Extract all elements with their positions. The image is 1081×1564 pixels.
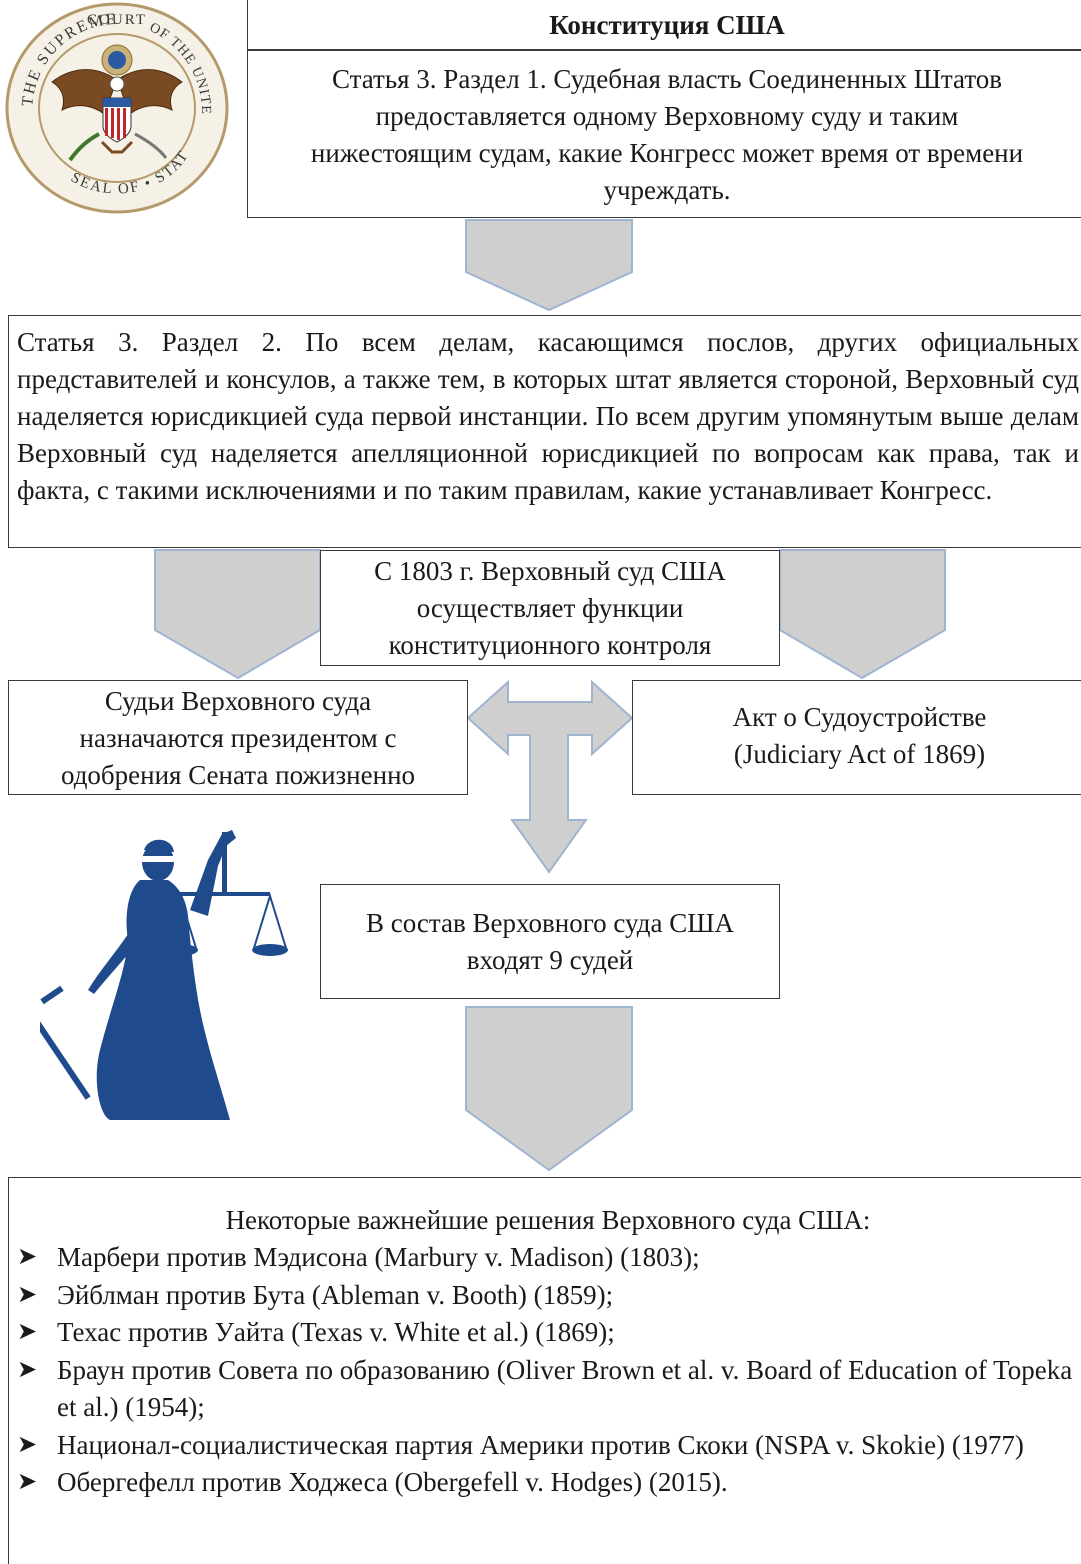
decision-text: Обергефелл против Ходжеса (Obergefell v.… [57,1467,728,1497]
down-arrow-left [154,549,321,680]
decision-text: Эйблман против Бута (Ableman v. Booth) (… [57,1279,614,1310]
article3-section1-line: нижестоящим судам, какие Конгресс может … [310,138,1024,168]
arrowhead-bullet-icon: ➤ [17,1281,38,1308]
lady-justice-icon [40,830,288,1120]
article3-section2-text: Статья 3. Раздел 2. По всем делам, касаю… [17,327,1079,505]
arrowhead-bullet-icon: ➤ [17,1469,38,1495]
list-item: ➤ Марбери против Мэдисона (Marbury v. Ma… [17,1239,1081,1277]
list-item: ➤ Эйблман против Бута (Ableman v. Booth)… [17,1277,1081,1315]
judiciary-act-box: Акт о Судоустройстве (Judiciary Act of 1… [632,680,1081,795]
arrowhead-bullet-icon: ➤ [17,1319,38,1345]
arrowhead-bullet-icon: ➤ [17,1244,38,1270]
list-item: ➤ Техас против Уайта (Texas v. White et … [17,1314,1081,1352]
judicial-review-box: С 1803 г. Верховный суд США осуществляет… [320,550,780,666]
judicial-review-line: С 1803 г. Верховный суд США [374,556,726,586]
down-arrow-1 [465,219,633,312]
down-arrow-2 [465,1006,633,1172]
judges-appointment-box: Судьи Верховного суда назначаются презид… [8,680,468,795]
diagram-title: Конституция США [549,10,785,40]
seal-text-top: COURT [87,12,147,28]
t-junction-arrow [466,679,634,874]
decision-text: Марбери против Мэдисона (Marbury v. Madi… [57,1242,700,1272]
decision-text: Национал-социалистическая партия Америки… [57,1429,1024,1460]
judges-appointment-line: назначаются президентом с [79,723,397,753]
decision-text: Браун против Совета по образованию (Oliv… [57,1354,1073,1423]
decisions-heading: Некоторые важнейшие решения Верховного с… [225,1205,871,1235]
article3-section1-line: предоставляется одному Верховному суду и… [375,101,959,131]
list-item: ➤ Национал-социалистическая партия Амери… [17,1427,1081,1465]
list-item: ➤ Обергефелл против Ходжеса (Obergefell … [17,1464,1081,1502]
court-composition-line: входят 9 судей [466,945,634,975]
down-arrow-right [779,549,946,680]
judicial-review-line: конституционного контроля [388,630,712,660]
judges-appointment-line: одобрения Сената пожизненно [60,760,416,790]
judiciary-act-line: (Judiciary Act of 1869) [733,739,986,769]
article3-section1-line: Статья 3. Раздел 1. Судебная власть Соед… [331,64,1003,94]
court-composition-box: В состав Верховного суда США входят 9 су… [320,884,780,999]
article3-section2-box: Статья 3. Раздел 2. По всем делам, касаю… [8,315,1081,548]
article3-section1-line: учреждать. [603,175,731,205]
arrowhead-bullet-icon: ➤ [17,1431,38,1458]
judiciary-act-line: Акт о Судоустройстве [732,702,987,732]
title-box: Конституция США [247,0,1081,50]
judicial-review-line: осуществляет функции [416,593,684,623]
judges-appointment-line: Судьи Верховного суда [104,686,372,716]
decisions-list: ➤ Марбери против Мэдисона (Marbury v. Ma… [17,1239,1081,1502]
arrowhead-bullet-icon: ➤ [17,1356,38,1383]
article3-section1-box: Статья 3. Раздел 1. Судебная власть Соед… [247,50,1081,218]
court-composition-line: В состав Верховного суда США [366,908,734,938]
supreme-court-seal-icon: THE SUPREME COURT OF THE UNITED SEAL OF … [4,2,229,214]
decision-text: Техас против Уайта (Texas v. White et al… [57,1317,615,1347]
list-item: ➤ Браун против Совета по образованию (Ol… [17,1352,1081,1427]
important-decisions-box: Некоторые важнейшие решения Верховного с… [8,1177,1081,1564]
